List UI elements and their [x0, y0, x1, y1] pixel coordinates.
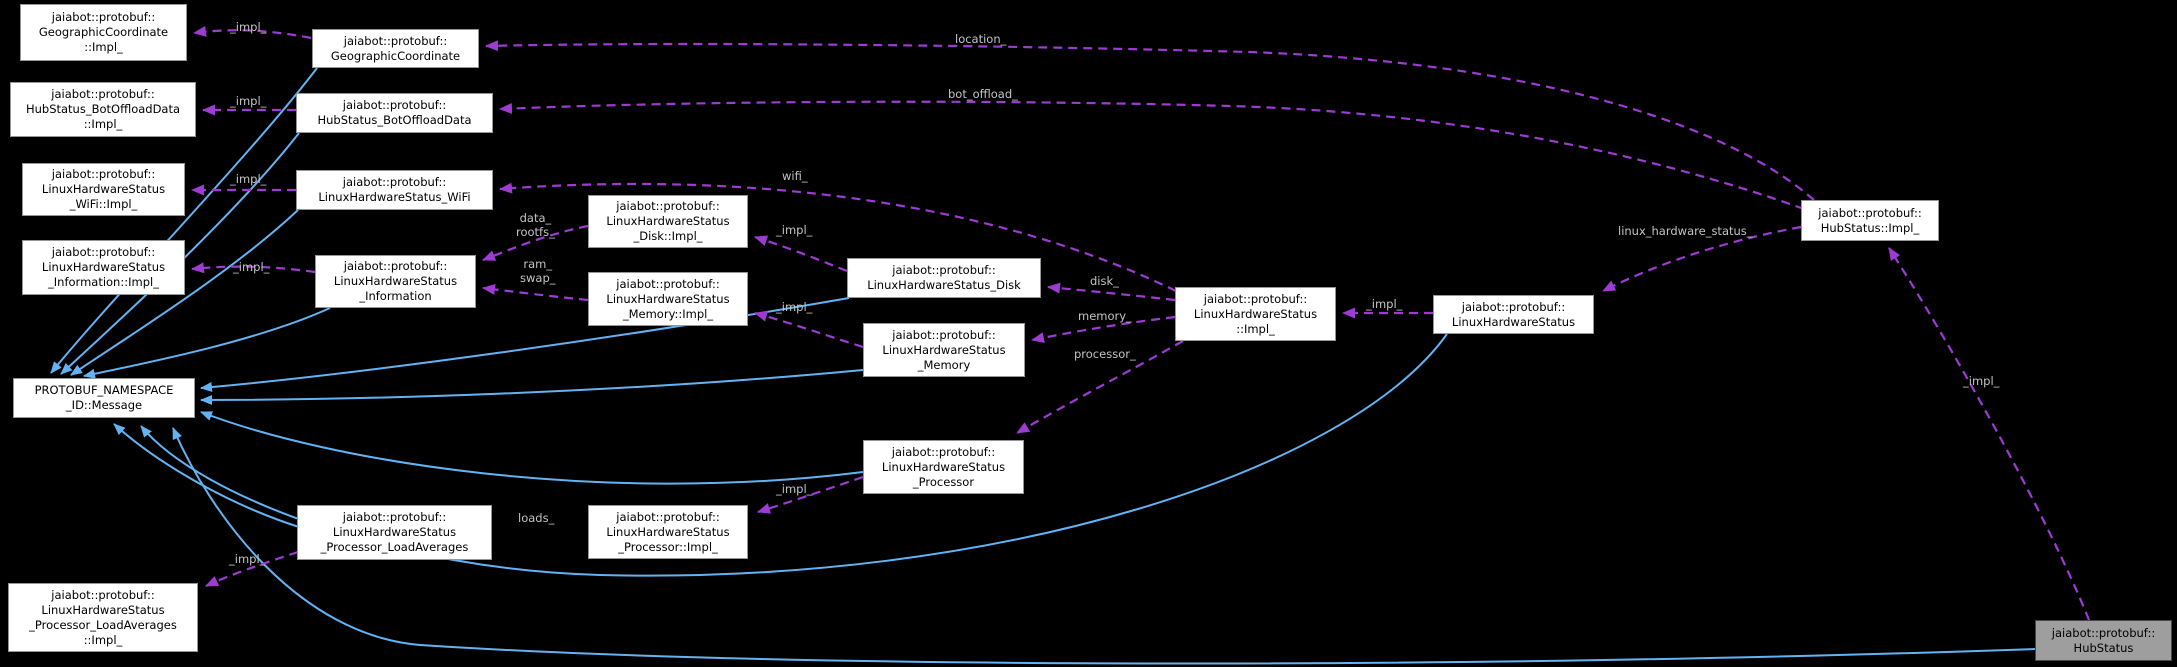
- node-label: jaiabot::protobuf:: GeographicCoordinate: [330, 33, 461, 63]
- node-label: jaiabot::protobuf:: LinuxHardwareStatus …: [606, 199, 730, 243]
- edge-impl-processor: [757, 475, 864, 514]
- edge-location: [485, 40, 1815, 201]
- edge-label-wifi: wifi_: [782, 169, 808, 183]
- edge-memory-field: [1031, 315, 1176, 344]
- edge-linux-hardware-status: [1602, 225, 1802, 292]
- node-label: jaiabot::protobuf:: HubStatus_BotOffload…: [25, 87, 181, 131]
- node-hubstatus-botoffloaddata[interactable]: jaiabot::protobuf:: HubStatus_BotOffload…: [296, 93, 493, 133]
- edge-impl-linuxhardwarestatus-information: [191, 262, 316, 274]
- edge-processor-field: [1016, 340, 1184, 434]
- node-label: PROTOBUF_NAMESPACE _ID::Message: [34, 383, 174, 412]
- edge-inherit-linuxhardwarestatus-memory: [200, 369, 864, 405]
- edge-inherit-geographic-coordinate: [50, 67, 318, 374]
- edge-label-disk: disk_: [1090, 274, 1119, 288]
- node-label: jaiabot::protobuf:: LinuxHardwareStatus …: [1193, 291, 1318, 336]
- edge-impl-loadaverages: [205, 550, 299, 587]
- edge-bot-offload: [499, 100, 1805, 211]
- node-label: jaiabot::protobuf:: LinuxHardwareStatus: [1451, 299, 1576, 329]
- node-label: jaiabot::protobuf:: LinuxHardwareStatus …: [606, 276, 730, 321]
- node-label: jaiabot::protobuf:: LinuxHardwareStatus …: [29, 587, 177, 647]
- node-linuxhardwarestatus-impl[interactable]: jaiabot::protobuf:: LinuxHardwareStatus …: [1175, 287, 1336, 341]
- edge-impl-memory: [754, 310, 864, 349]
- edge-inherit-linuxhardwarestatus-information: [83, 307, 331, 379]
- edge-label-impl-botoffload: _impl_: [230, 94, 267, 108]
- edge-label-bot-offload: bot_offload_: [948, 87, 1018, 101]
- edge-label-memory: memory_: [1078, 309, 1132, 323]
- node-linuxhardwarestatus-memory-impl[interactable]: jaiabot::protobuf:: LinuxHardwareStatus …: [588, 272, 748, 326]
- node-hubstatus-impl[interactable]: jaiabot::protobuf:: HubStatus::Impl_: [1801, 200, 1939, 241]
- edge-label-impl-disk: _impl_: [776, 223, 813, 237]
- node-geographiccoordinate[interactable]: jaiabot::protobuf:: GeographicCoordinate: [312, 29, 479, 68]
- edge-impl-geographic-coordinate: [193, 25, 312, 40]
- edge-label-impl-hubstatus: _impl_: [1963, 374, 2000, 388]
- edge-inherit-linuxhardwarestatus-disk: [200, 297, 850, 393]
- edge-label-linux-hardware-status: linux_hardware_status_: [1618, 224, 1753, 238]
- edge-label-loads: loads_: [518, 511, 555, 525]
- node-label: jaiabot::protobuf:: LinuxHardwareStatus …: [882, 327, 1006, 372]
- edge-wifi-field: [499, 182, 1177, 292]
- node-hubstatus-botoffloaddata-impl[interactable]: jaiabot::protobuf:: HubStatus_BotOffload…: [10, 82, 196, 137]
- node-linuxhardwarestatus-processor[interactable]: jaiabot::protobuf:: LinuxHardwareStatus …: [863, 440, 1024, 494]
- edge-label-impl-memory: _impl_: [776, 300, 813, 314]
- edge-label-data-rootfs: data_ rootfs_: [516, 211, 555, 239]
- edge-inherit-loadaverages: [113, 423, 300, 528]
- node-geographiccoordinate-impl[interactable]: jaiabot::protobuf:: GeographicCoordinate…: [20, 4, 187, 61]
- node-linuxhardwarestatus-wifi-impl[interactable]: jaiabot::protobuf:: LinuxHardwareStatus …: [22, 163, 185, 216]
- node-linuxhardwarestatus-memory[interactable]: jaiabot::protobuf:: LinuxHardwareStatus …: [863, 323, 1025, 377]
- edge-disk-field: [1047, 282, 1176, 302]
- node-label: jaiabot::protobuf:: LinuxHardwareStatus …: [41, 245, 166, 289]
- edge-inherit-linuxhardwarestatus-processor: [200, 411, 864, 485]
- edge-label-location: location_: [955, 32, 1007, 46]
- node-linuxhardwarestatus-information-impl[interactable]: jaiabot::protobuf:: LinuxHardwareStatus …: [22, 240, 185, 295]
- edge-label-processor: processor_: [1074, 347, 1136, 361]
- edge-inherit-linuxhardwarestatus: [140, 333, 1448, 577]
- node-hubstatus-current: jaiabot::protobuf:: HubStatus: [2035, 620, 2172, 661]
- edge-label-ram-swap: ram_ swap_: [520, 257, 556, 285]
- node-label: jaiabot::protobuf:: HubStatus_BotOffload…: [317, 98, 472, 127]
- node-label: jaiabot::protobuf:: GeographicCoordinate…: [38, 10, 169, 54]
- edge-label-impl-info: _impl_: [233, 260, 270, 274]
- edge-label-impl-loadavg: _impl_: [229, 552, 266, 566]
- edge-ram-swap: [482, 283, 589, 302]
- node-linuxhardwarestatus-wifi[interactable]: jaiabot::protobuf:: LinuxHardwareStatus_…: [296, 170, 493, 210]
- node-loadaverages[interactable]: jaiabot::protobuf:: LinuxHardwareStatus …: [297, 505, 492, 560]
- node-label: jaiabot::protobuf:: LinuxHardwareStatus …: [41, 167, 166, 211]
- node-linuxhardwarestatus[interactable]: jaiabot::protobuf:: LinuxHardwareStatus: [1433, 295, 1594, 334]
- node-linuxhardwarestatus-processor-impl[interactable]: jaiabot::protobuf:: LinuxHardwareStatus …: [588, 505, 748, 559]
- node-label: jaiabot::protobuf:: HubStatus::Impl_: [1818, 205, 1922, 235]
- edge-impl-disk: [754, 235, 848, 273]
- node-label: jaiabot::protobuf:: LinuxHardwareStatus …: [333, 259, 458, 303]
- node-label: jaiabot::protobuf:: LinuxHardwareStatus …: [606, 509, 730, 554]
- node-linuxhardwarestatus-disk[interactable]: jaiabot::protobuf:: LinuxHardwareStatus_…: [847, 258, 1041, 298]
- node-loadaverages-impl[interactable]: jaiabot::protobuf:: LinuxHardwareStatus …: [8, 583, 198, 652]
- node-protobuf-message[interactable]: PROTOBUF_NAMESPACE _ID::Message: [13, 378, 195, 418]
- node-label: jaiabot::protobuf:: HubStatus: [2051, 625, 2156, 655]
- edge-label-impl-wifi: _impl_: [230, 172, 267, 186]
- edge-impl-hubstatus: [1888, 247, 2091, 621]
- edge-label-impl-geo: _impl_: [230, 20, 267, 34]
- node-linuxhardwarestatus-disk-impl[interactable]: jaiabot::protobuf:: LinuxHardwareStatus …: [588, 195, 748, 248]
- edge-label-impl-processor: _impl_: [776, 482, 813, 496]
- node-label: jaiabot::protobuf:: LinuxHardwareStatus …: [881, 444, 1006, 489]
- node-label: jaiabot::protobuf:: LinuxHardwareStatus_…: [867, 263, 1021, 292]
- node-linuxhardwarestatus-information[interactable]: jaiabot::protobuf:: LinuxHardwareStatus …: [315, 255, 476, 308]
- node-label: jaiabot::protobuf:: LinuxHardwareStatus …: [320, 510, 469, 554]
- edge-label-impl-lhs: _impl_: [1366, 297, 1403, 311]
- edge-inherit-linuxhardwarestatus-wifi: [70, 209, 299, 376]
- node-label: jaiabot::protobuf:: LinuxHardwareStatus_…: [318, 175, 471, 204]
